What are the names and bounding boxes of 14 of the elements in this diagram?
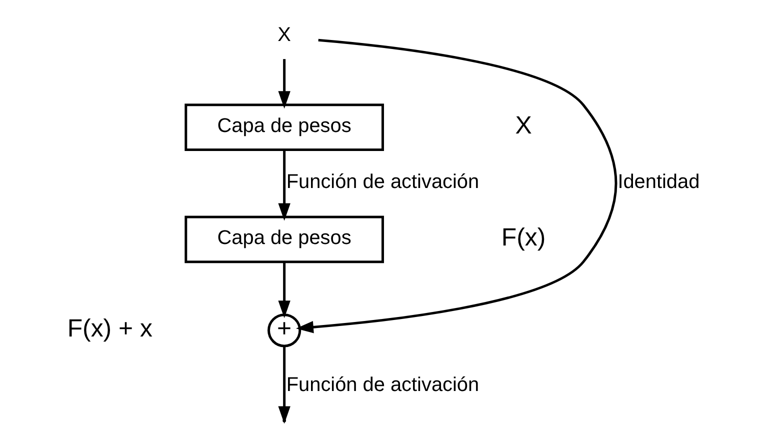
- arrow: [295, 38, 617, 333]
- edge-label: Función de activación: [286, 374, 479, 396]
- node-box: Capa de pesos: [184, 103, 384, 151]
- label: X: [514, 111, 532, 140]
- label: F(x) + x: [66, 314, 152, 342]
- edge-label: Identidad: [617, 170, 700, 193]
- arrow: [278, 262, 290, 318]
- node-box: Capa de pesos: [184, 215, 384, 263]
- node-text: X: [277, 24, 290, 46]
- arrow: [278, 150, 290, 220]
- arrow: [278, 58, 290, 108]
- label: F(x): [500, 223, 546, 252]
- edge-label: Función de activación: [286, 170, 479, 193]
- node-circle: +: [267, 313, 301, 347]
